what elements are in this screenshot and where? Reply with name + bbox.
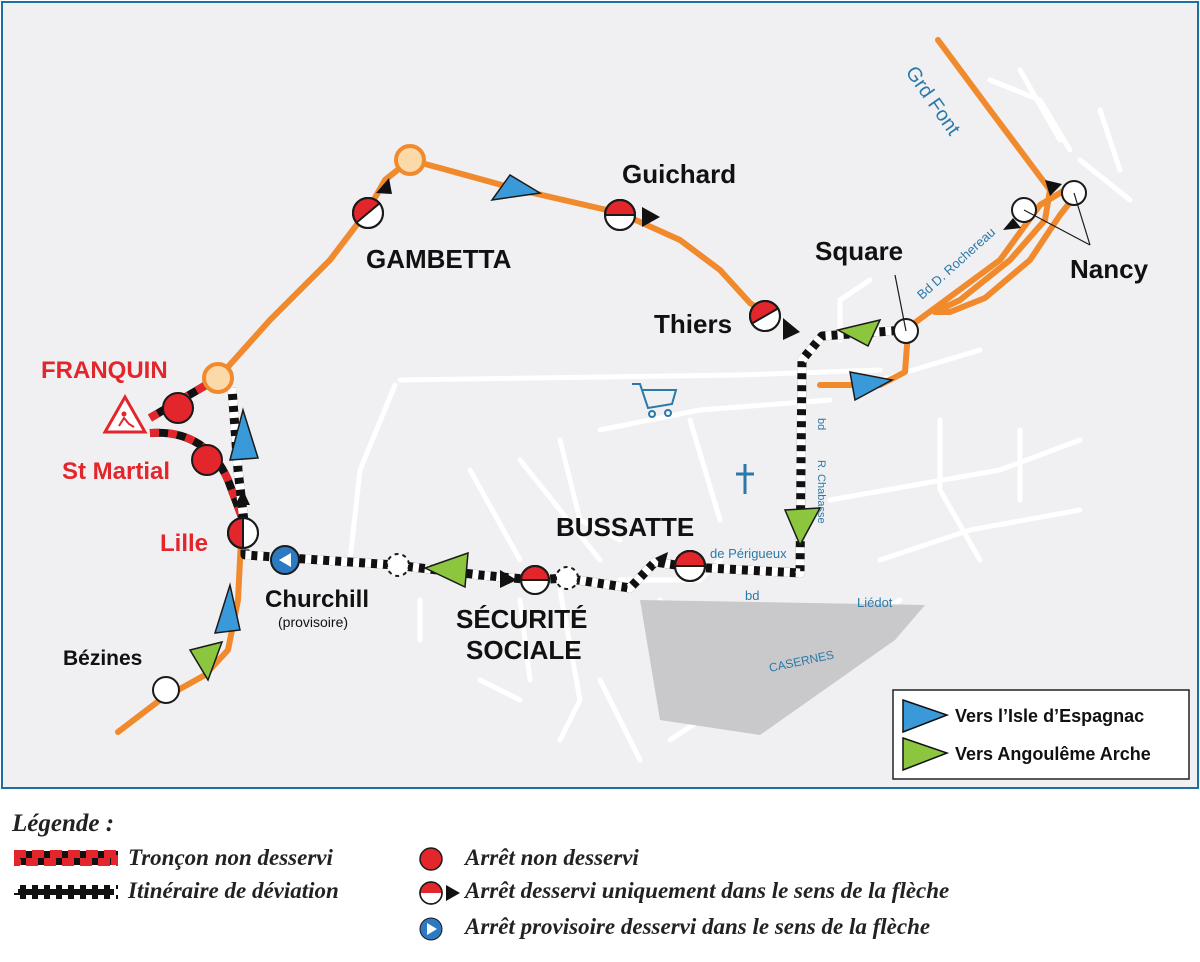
arrow-blue-2 — [849, 371, 895, 402]
arrow-green-4 — [188, 640, 224, 682]
legend-stop-not-served: Arrêt non desservi — [465, 845, 639, 870]
legend-stop-one-direction: Arrêt desservi uniquement dans le sens d… — [465, 878, 950, 903]
label-churchill: Churchill — [265, 586, 369, 613]
legend-stop-not-served-icon — [419, 847, 443, 871]
stop-franquin — [162, 392, 194, 424]
label-guichard: Guichard — [622, 159, 736, 189]
legend-not-served-swatch — [14, 850, 118, 866]
stop-bezines — [152, 676, 180, 704]
stop-lille — [227, 516, 259, 550]
label-pointers — [894, 192, 1091, 332]
label-gambetta: GAMBETTA — [366, 244, 512, 274]
legend-arrow-blue-icon — [902, 698, 950, 734]
stop-st-martial — [191, 444, 223, 476]
route-map: CASERNES Grd Font Bd D. Rochereau bd R. … — [1, 1, 1199, 789]
label-square: Square — [815, 236, 903, 266]
stop-gambetta — [352, 197, 384, 229]
arrow-blue-1 — [490, 174, 543, 201]
label-bussatte: BUSSATTE — [556, 512, 694, 542]
label-churchill-note: (provisoire) — [278, 614, 348, 630]
street-de-perigueux: de Périgueux — [710, 546, 787, 561]
shopping-cart-icon — [632, 383, 678, 418]
legend-provisional-stop: Arrêt provisoire desservi dans le sens d… — [465, 914, 931, 939]
stop-franquin-junction — [202, 362, 234, 394]
legend-diversion-swatch — [14, 884, 118, 900]
roadworks-warning-icon — [102, 393, 148, 434]
arrow-blue-4 — [213, 582, 241, 634]
casernes-area — [640, 600, 925, 735]
label-securite-1: SÉCURITÉ — [456, 604, 587, 634]
label-securite-2: SOCIALE — [466, 635, 582, 665]
label-thiers: Thiers — [654, 309, 732, 339]
stop-top-junction — [394, 144, 426, 176]
church-cross-icon — [736, 464, 754, 494]
stop-thiers — [749, 300, 781, 332]
label-st-martial: St Martial — [62, 458, 170, 485]
stop-bussatte — [673, 550, 707, 582]
arrow-green-1 — [835, 318, 882, 348]
legend-not-served-section: Tronçon non desservi — [128, 845, 333, 870]
arrow-green-2 — [783, 507, 822, 547]
diversion-point-2 — [555, 566, 579, 590]
legend-arrow-green-icon — [902, 736, 950, 772]
stops — [152, 144, 1087, 704]
legend-to-angouleme: Vers Angoulême Arche — [955, 744, 1151, 764]
stop-direction-markers — [235, 178, 1062, 588]
legend-diversion-route: Itinéraire de déviation — [128, 878, 339, 903]
label-nancy: Nancy — [1070, 254, 1149, 284]
stop-securite-sociale — [519, 565, 551, 595]
legend-to-isle: Vers l’Isle d’Espagnac — [955, 706, 1144, 726]
label-lille: Lille — [160, 530, 208, 557]
direction-arrows — [188, 174, 895, 682]
legend-provisional-stop-icon — [419, 917, 443, 941]
label-franquin: FRANQUIN — [41, 357, 168, 384]
direction-legend-box: Vers l’Isle d’Espagnac Vers Angoulême Ar… — [892, 689, 1190, 780]
label-bezines: Bézines — [63, 647, 142, 670]
arrow-green-3 — [423, 551, 469, 589]
stop-guichard — [603, 199, 637, 231]
legend-stop-one-direction-icon — [419, 881, 460, 905]
diversion-point-1 — [386, 553, 410, 577]
legend-title: Légende : — [12, 810, 115, 837]
provisional-stop-arrow-icon — [279, 553, 291, 567]
street-bd-lower: bd — [745, 588, 759, 603]
arrow-blue-3 — [229, 407, 259, 461]
street-bd: bd — [815, 418, 827, 430]
street-liedot: Liédot — [857, 595, 893, 610]
